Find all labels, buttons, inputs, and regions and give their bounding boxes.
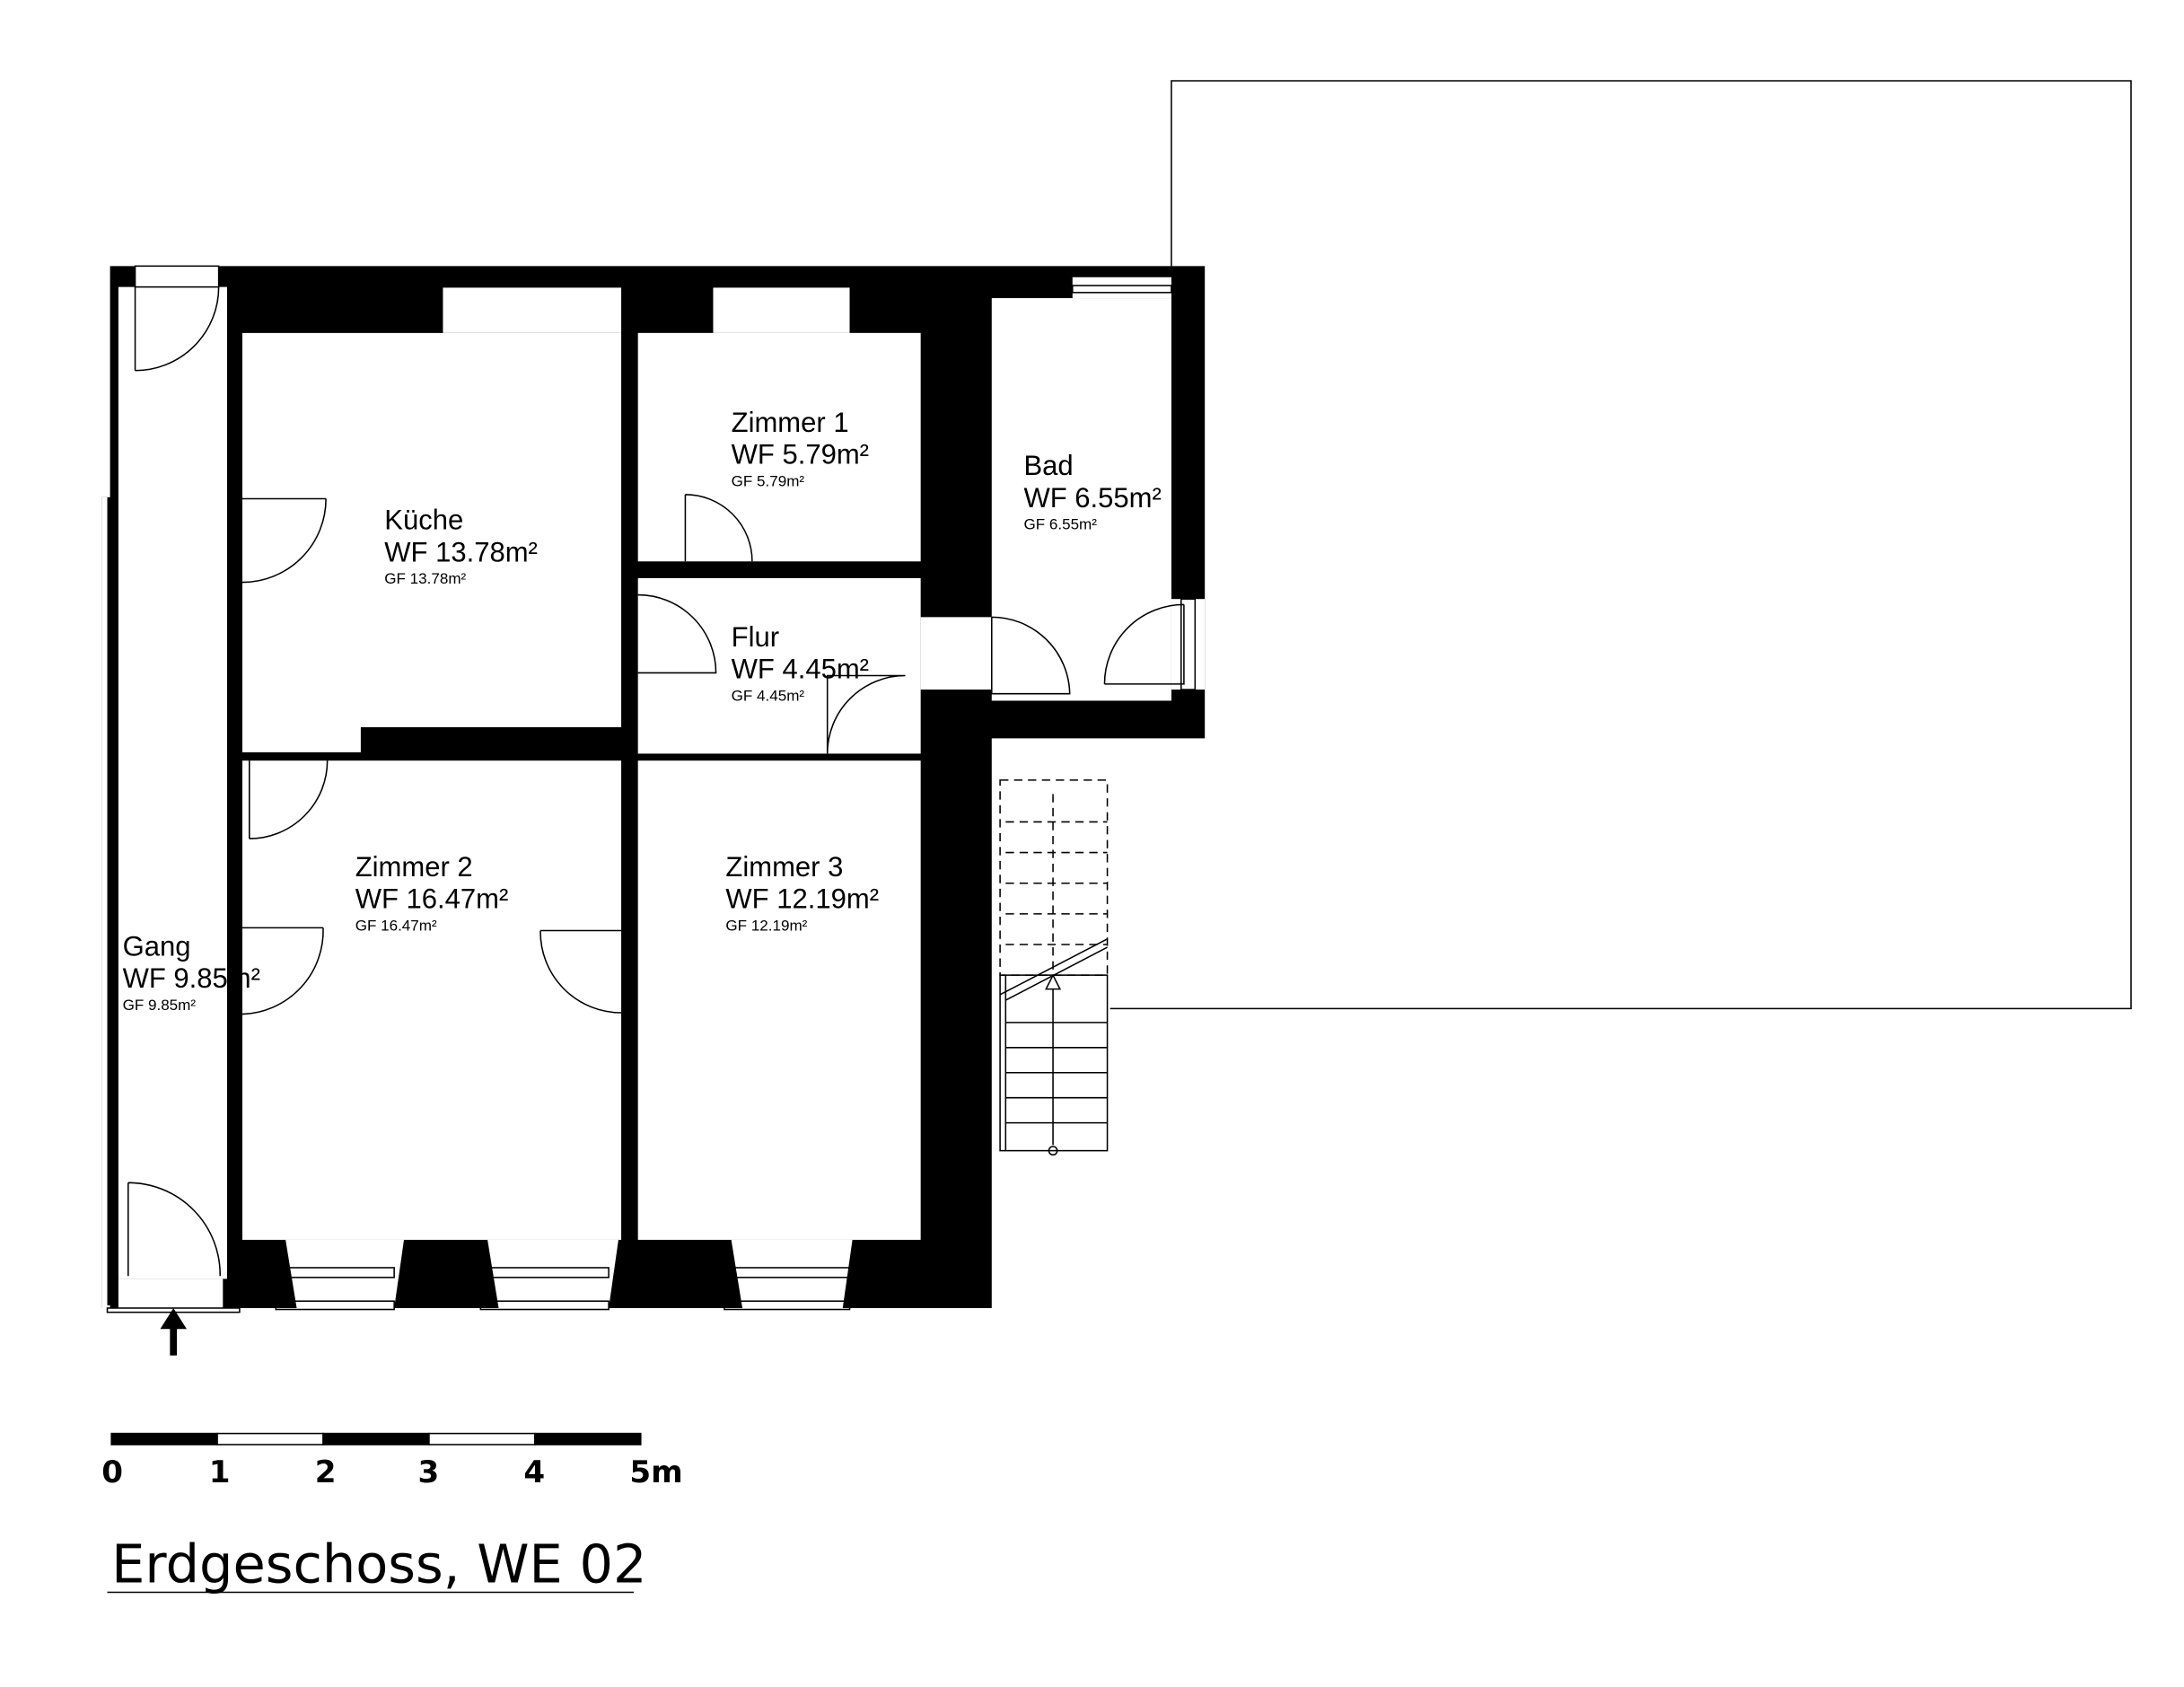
room-gf: GF 12.19m²	[725, 917, 807, 934]
room-name: Zimmer 1	[732, 407, 849, 438]
room-flur	[637, 577, 921, 754]
plan-title: Erdgeschoss, WE 02	[111, 1533, 646, 1595]
room-bad	[991, 298, 1171, 701]
room-gf: GF 6.55m²	[1023, 516, 1097, 533]
room-wf: WF 6.55m²	[1023, 482, 1161, 514]
scale-label: 3	[418, 1454, 440, 1490]
room-gang	[118, 286, 227, 1279]
room-zimmer-2	[242, 760, 622, 1240]
scale-label: 1	[209, 1454, 231, 1490]
room-gf: GF 13.78m²	[384, 570, 466, 587]
adjacent-area-outline	[1110, 80, 2132, 1010]
room-wf: WF 12.19m²	[725, 883, 879, 915]
room-gf: GF 9.85m²	[123, 997, 197, 1014]
scale-label: 4	[523, 1454, 545, 1490]
room-wf: WF 13.78m²	[384, 536, 538, 567]
room-name: Zimmer 2	[355, 851, 473, 883]
room-name: Bad	[1023, 450, 1073, 481]
scale-bar: 0 1 2 3 4 5m	[101, 1432, 683, 1490]
room-gf: GF 16.47m²	[355, 917, 437, 934]
room-name: Zimmer 3	[725, 851, 843, 883]
room-labels: Küche WF 13.78m² GF 13.78m² Zimmer 1 WF …	[123, 407, 1162, 1014]
room-zimmer-3	[637, 760, 921, 1240]
room-gf: GF 5.79m²	[732, 473, 805, 490]
room-wf: WF 9.85m²	[123, 962, 260, 994]
room-wf: WF 4.45m²	[732, 654, 869, 685]
room-name: Flur	[732, 621, 779, 653]
room-wf: WF 5.79m²	[732, 439, 869, 470]
room-gf: GF 4.45m²	[732, 687, 805, 704]
scale-label: 2	[315, 1454, 337, 1490]
scale-label: 0	[101, 1454, 123, 1490]
rooms	[118, 266, 1206, 1308]
door-swings	[127, 286, 1185, 1277]
room-name: Küche	[384, 505, 463, 536]
staircase	[999, 779, 1109, 1156]
room-kueche	[242, 332, 622, 752]
room-wf: WF 16.47m²	[355, 883, 509, 915]
scale-label: 5m	[629, 1454, 682, 1490]
room-name: Gang	[123, 930, 191, 962]
entrance-arrow-icon	[160, 1307, 187, 1356]
